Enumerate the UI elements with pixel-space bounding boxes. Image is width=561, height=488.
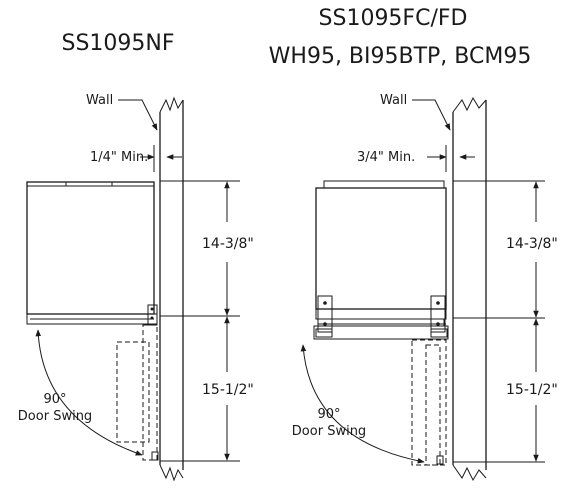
left-swing-angle: 90° [43,392,66,407]
left-wall-label: Wall [86,93,113,108]
right-swing-label: Door Swing [292,424,366,439]
right-wall-label: Wall [380,93,407,108]
right-swing-arc [300,344,425,464]
left-swing-arc [35,329,143,456]
left-lower-height: 15-1/2" [202,382,254,398]
left-min-clearance: 1/4" Min. [90,150,148,165]
left-appliance [26,181,159,461]
right-model-title-line1: SS1095FC/FD [319,6,468,31]
right-unit-diagram: SS1095FC/FD WH95, BI95BTP, BCM95 Wall 3/… [269,6,558,482]
right-wall-leader [412,99,451,131]
left-wall [159,96,184,482]
right-model-title-line2: WH95, BI95BTP, BCM95 [269,44,532,69]
right-lower-height: 15-1/2" [506,382,558,398]
right-upper-height: 14-3/8" [506,236,558,252]
right-wall [452,96,487,482]
left-unit-diagram: SS1095NF Wall 1/4" Min. [18,31,254,482]
left-upper-height: 14-3/8" [202,236,254,252]
right-appliance [313,180,449,466]
left-wall-leader [118,99,158,131]
left-model-title: SS1095NF [61,31,174,56]
right-min-clearance: 3/4" Min. [357,150,415,165]
right-swing-angle: 90° [317,407,340,422]
left-swing-label: Door Swing [18,409,92,424]
